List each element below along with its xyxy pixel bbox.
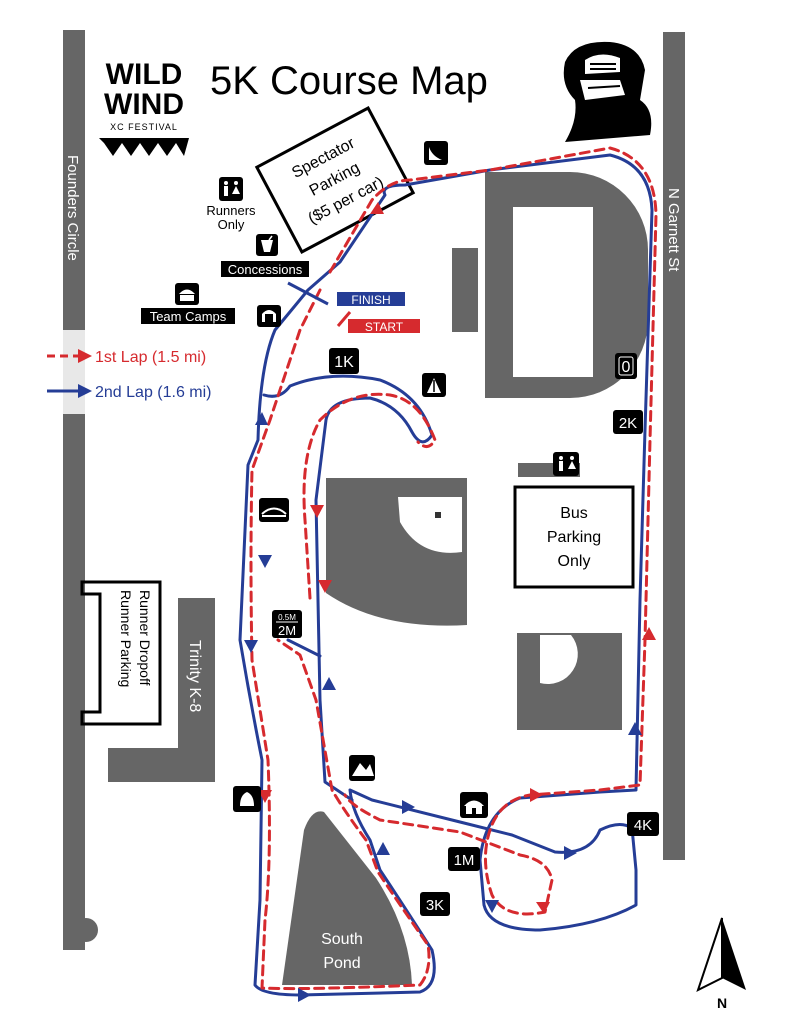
drink-icon — [256, 234, 278, 256]
legend-lap1: 1st Lap (1.5 mi) — [47, 349, 206, 366]
svg-text:3K: 3K — [426, 897, 444, 914]
marker-1k: 1K — [329, 348, 359, 374]
bus-parking-box — [513, 485, 635, 589]
lap2-route — [238, 153, 654, 997]
baseball-infield — [398, 497, 462, 553]
north-arrow-icon: N — [696, 917, 746, 1011]
svg-text:0.5M: 0.5M — [278, 613, 296, 622]
concessions-bg — [221, 261, 309, 277]
bus-parking-line2: Parking — [547, 529, 601, 546]
marker-0: 0 — [615, 353, 637, 379]
page-title: 5K Course Map — [210, 59, 488, 103]
home-plate — [435, 512, 441, 518]
trash-icon — [257, 305, 281, 327]
tent-icon — [175, 283, 199, 305]
svg-text:2M: 2M — [278, 623, 296, 638]
cone-icon — [422, 373, 446, 397]
finish-line-tick — [287, 281, 329, 306]
legend-lap2-label: 2nd Lap (1.6 mi) — [95, 384, 212, 401]
south-pond — [282, 811, 412, 985]
runners-only-line1: Runners — [206, 203, 256, 218]
garnett-street-road — [663, 32, 685, 860]
pond-label-1: South — [321, 931, 363, 948]
founders-circle-road — [63, 30, 85, 950]
restroom-icon-2 — [553, 452, 579, 476]
water-station-icon — [460, 792, 488, 818]
lap1-route — [249, 146, 658, 991]
marker-3k: 3K — [420, 892, 450, 916]
bridge-icon — [259, 498, 289, 522]
founders-circle-crosswalk — [63, 330, 85, 414]
knight-mascot-icon — [563, 41, 652, 143]
runner-dropoff-line1: Runner Dropoff — [137, 590, 153, 686]
svg-text:1K: 1K — [334, 354, 354, 371]
bus-parking-line1: Bus — [560, 505, 588, 522]
legend-lap1-label: 1st Lap (1.5 mi) — [95, 349, 206, 366]
runner-dropoff-line2: Runner Parking — [118, 590, 134, 687]
start-label: START — [365, 320, 404, 334]
route-arrows — [244, 202, 656, 1002]
spectator-parking-sign: Spectator Parking ($5 per car) — [254, 106, 416, 254]
water-tent-icon — [233, 786, 261, 812]
logo-sub: XC FESTIVAL — [110, 122, 178, 132]
restroom-icon — [219, 177, 243, 201]
logo-line1: WILD — [106, 58, 183, 91]
finish-label: FINISH — [351, 293, 390, 307]
hill-icon — [349, 755, 375, 781]
start-banner — [348, 319, 420, 333]
marker-2k: 2K — [613, 410, 643, 434]
bleachers-east — [623, 248, 635, 332]
team-camps-bg — [141, 308, 235, 324]
bus-parking-line3: Only — [558, 553, 591, 570]
wild-wind-logo: WILD WIND XC FESTIVAL — [99, 58, 189, 156]
logo-line2: WIND — [104, 88, 184, 121]
runner-dropoff-box — [80, 580, 162, 726]
svg-text:0: 0 — [622, 359, 631, 376]
founders-circle-road-end — [74, 918, 98, 942]
trinity-building — [108, 598, 215, 782]
runners-only-line2: Only — [218, 217, 245, 232]
marker-4k: 4K — [627, 812, 659, 836]
softball-infield — [540, 635, 578, 685]
bleachers-west — [452, 248, 478, 332]
marker-1m: 1M — [448, 847, 480, 871]
trinity-label: Trinity K-8 — [186, 640, 203, 712]
track-infield — [513, 207, 593, 377]
team-camps-label: Team Camps — [150, 309, 227, 324]
garnett-street-label: N Garnett St — [665, 188, 682, 272]
svg-text:4K: 4K — [634, 817, 652, 834]
svg-text:1M: 1M — [454, 852, 475, 869]
concessions-label: Concessions — [228, 262, 303, 277]
pond-label-2: Pond — [323, 955, 360, 972]
finish-banner — [337, 292, 405, 306]
legend-lap2: 2nd Lap (1.6 mi) — [47, 384, 212, 401]
svg-text:2K: 2K — [619, 415, 637, 432]
corner-icon — [424, 141, 448, 165]
start-line-tick — [336, 311, 352, 327]
marker-2m: 0.5M 2M — [272, 610, 302, 638]
north-label: N — [717, 995, 727, 1011]
founders-circle-label: Founders Circle — [64, 155, 81, 261]
